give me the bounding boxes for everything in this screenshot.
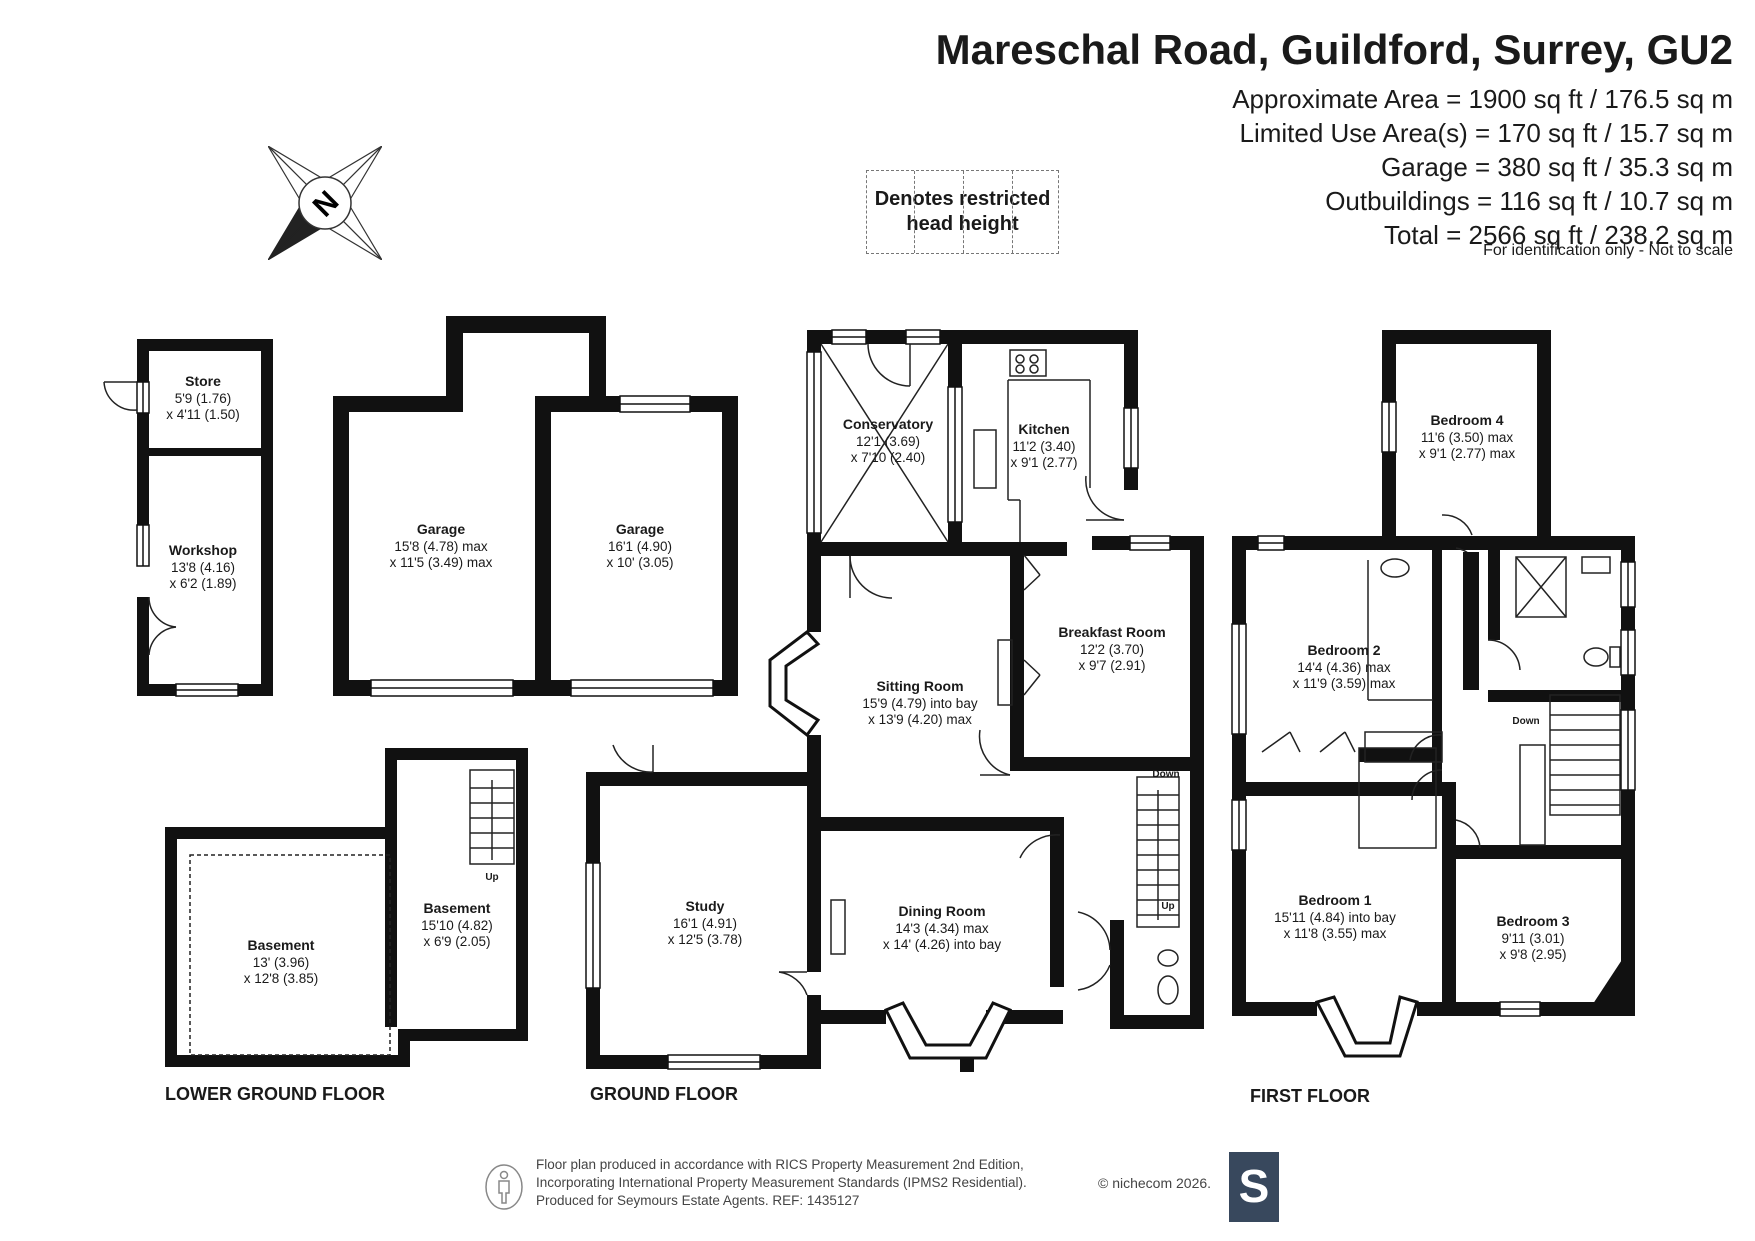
seymours-logo: S	[1229, 1152, 1279, 1222]
legend-dash-line	[914, 171, 915, 253]
room-name-bedroom-1: Bedroom 1	[1298, 892, 1371, 908]
stair-label: Up	[485, 872, 498, 883]
room-name-bedroom-4: Bedroom 4	[1430, 412, 1503, 428]
nichecom-credit: © nichecom 2026.	[1098, 1175, 1212, 1191]
room-dim-study: 16'1 (4.91)	[673, 916, 737, 931]
accessibility-person-icon	[485, 1164, 523, 1210]
floor-label-first: FIRST FLOOR	[1250, 1086, 1370, 1106]
room-name-study: Study	[686, 898, 725, 914]
area-line: Total = 2566 sq ft / 238.2 sq m	[1383, 220, 1733, 250]
room-dim-garage: 16'1 (4.90)	[608, 539, 672, 554]
room-dim-workshop: x 6'2 (1.89)	[169, 576, 236, 591]
stair-label: Down	[1152, 769, 1179, 780]
stair-label: Up	[1161, 901, 1174, 912]
floor-label-lower-ground: LOWER GROUND FLOOR	[165, 1084, 385, 1104]
room-dim-bedroom-2: 14'4 (4.36) max	[1297, 660, 1391, 675]
room-name-basement: Basement	[424, 900, 491, 916]
legend-text: Denotes restricted head height	[873, 187, 1053, 237]
legend-dash-line	[1012, 171, 1013, 253]
footer-line: Produced for Seymours Estate Agents. REF…	[536, 1193, 860, 1208]
room-name-breakfast: Breakfast Room	[1058, 624, 1165, 640]
area-line: Limited Use Area(s) = 170 sq ft / 15.7 s…	[1239, 118, 1733, 148]
room-dim-basement: 13' (3.96)	[253, 955, 310, 970]
room-dim-conservatory: 12'1 (3.69)	[856, 434, 920, 449]
room-dim-sitting: 15'9 (4.79) into bay	[862, 696, 977, 711]
room-dim-dining: 14'3 (4.34) max	[895, 921, 989, 936]
room-name-kitchen: Kitchen	[1018, 421, 1069, 437]
area-summary: Approximate Area = 1900 sq ft / 176.5 sq…	[1232, 82, 1733, 252]
room-name-sitting: Sitting Room	[876, 678, 963, 694]
room-dim-garage: x 10' (3.05)	[606, 555, 673, 570]
room-name-store: Store	[185, 373, 221, 389]
room-name-bedroom-2: Bedroom 2	[1307, 642, 1380, 658]
restricted-height-legend: Denotes restricted head height	[866, 170, 1059, 254]
room-dim-garage: x 11'5 (3.49) max	[390, 555, 493, 570]
room-dim-study: x 12'5 (3.78)	[668, 932, 743, 947]
stair-label: Down	[1512, 716, 1539, 727]
footer-line: Incorporating International Property Mea…	[536, 1175, 1027, 1190]
legend-line-1: Denotes restricted	[874, 188, 1051, 210]
room-name-garage: Garage	[417, 521, 465, 537]
room-name-workshop: Workshop	[169, 542, 237, 558]
compass-icon: N	[268, 146, 382, 260]
legend-dash-line	[963, 171, 964, 253]
room-dim-kitchen: 11'2 (3.40)	[1012, 439, 1075, 454]
room-dim-breakfast: x 9'7 (2.91)	[1078, 658, 1145, 673]
area-line: Approximate Area = 1900 sq ft / 176.5 sq…	[1232, 84, 1733, 114]
area-line: Outbuildings = 116 sq ft / 10.7 sq m	[1325, 186, 1733, 216]
room-dim-garage: 15'8 (4.78) max	[394, 539, 488, 554]
room-dim-basement: x 12'8 (3.85)	[244, 971, 319, 986]
room-dim-store: 5'9 (1.76)	[175, 391, 232, 406]
room-dim-bedroom-1: x 11'8 (3.55) max	[1284, 926, 1387, 941]
room-dim-dining: x 14' (4.26) into bay	[883, 937, 1001, 952]
room-dim-bedroom-1: 15'11 (4.84) into bay	[1274, 910, 1396, 925]
room-dim-conservatory: x 7'10 (2.40)	[851, 450, 926, 465]
room-name-bedroom-3: Bedroom 3	[1496, 913, 1569, 929]
room-dim-workshop: 13'8 (4.16)	[171, 560, 235, 575]
footer-line: Floor plan produced in accordance with R…	[536, 1157, 1024, 1172]
property-address: Mareschal Road, Guildford, Surrey, GU2	[935, 26, 1733, 73]
footer-notes: Floor plan produced in accordance with R…	[536, 1156, 1027, 1210]
area-line: Garage = 380 sq ft / 35.3 sq m	[1381, 152, 1733, 182]
room-dim-bedroom-3: x 9'8 (2.95)	[1499, 947, 1566, 962]
room-dim-kitchen: x 9'1 (2.77)	[1010, 455, 1077, 470]
room-name-garage: Garage	[616, 521, 664, 537]
room-dim-bedroom-2: x 11'9 (3.59) max	[1293, 676, 1396, 691]
legend-line-2: head height	[906, 213, 1019, 235]
room-dim-sitting: x 13'9 (4.20) max	[868, 712, 972, 727]
room-dim-bedroom-4: 11'6 (3.50) max	[1421, 430, 1514, 445]
room-name-dining: Dining Room	[898, 903, 985, 919]
room-dim-breakfast: 12'2 (3.70)	[1080, 642, 1144, 657]
room-dim-store: x 4'11 (1.50)	[166, 407, 240, 422]
room-name-conservatory: Conservatory	[843, 416, 933, 432]
room-dim-bedroom-3: 9'11 (3.01)	[1501, 931, 1564, 946]
room-dim-bedroom-4: x 9'1 (2.77) max	[1419, 446, 1516, 461]
floor-label-ground: GROUND FLOOR	[590, 1084, 738, 1104]
identification-note: For identification only - Not to scale	[1483, 242, 1733, 259]
room-dim-basement: x 6'9 (2.05)	[423, 934, 490, 949]
room-dim-basement: 15'10 (4.82)	[421, 918, 493, 933]
room-name-basement: Basement	[248, 937, 315, 953]
